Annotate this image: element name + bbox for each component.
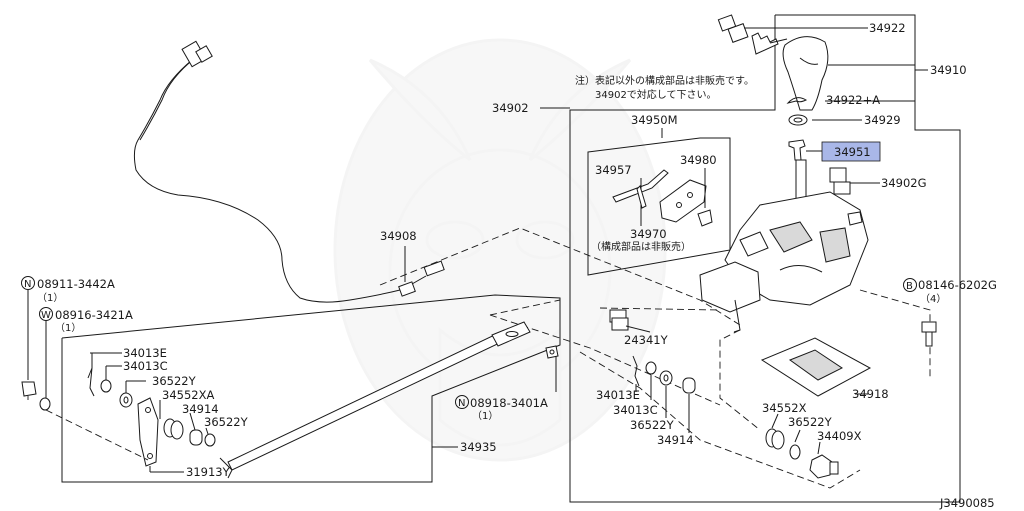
label-34922A[interactable]: 34922+A [826,93,880,107]
marker-w: W [41,310,51,321]
pin-group: 34951 34902G [788,139,927,195]
highlight-34951 [821,141,881,162]
label-34552XA[interactable]: 34552XA [162,388,214,402]
switch-24341Y-icon[interactable] [609,309,629,331]
bracket-part-icon[interactable] [659,179,707,223]
label-34918[interactable]: 34918 [852,387,889,401]
bolt-part-icon[interactable] [717,14,749,43]
label-08911[interactable]: 08911-3442A [37,277,115,291]
cap-part-icon[interactable] [829,167,851,195]
washer-icon[interactable] [789,444,801,460]
rod-part-icon[interactable] [612,169,669,203]
label-34552X[interactable]: 34552X [762,401,807,415]
label-34950M[interactable]: 34950M [631,113,678,127]
lever-31913Y-icon[interactable] [137,397,159,467]
collar-icon[interactable] [682,377,696,394]
label-36522Y-left1[interactable]: 36522Y [152,374,197,388]
washer-left-icon[interactable] [39,397,51,411]
cable-icon[interactable] [133,59,401,303]
diagram-id: J3490085 [939,496,995,510]
label-34922[interactable]: 34922 [869,21,906,35]
connector-icon[interactable] [181,40,213,68]
label-34013E-right[interactable]: 34013E [596,388,640,402]
marker-n2: N [458,398,465,409]
shift-knob-icon[interactable] [782,36,829,111]
cable-34908: 34908 [133,40,445,303]
label-24341Y[interactable]: 24341Y [624,333,669,347]
label-34409X[interactable]: 34409X [817,429,862,443]
label-36522Y-left2[interactable]: 36522Y [204,415,249,429]
label-08918-qty: （1） [472,410,498,422]
label-34951[interactable]: 34951 [834,145,871,159]
label-34935[interactable]: 34935 [460,440,497,454]
label-34908[interactable]: 34908 [380,229,417,243]
pin-part-icon[interactable] [788,139,806,161]
marker-b: B [906,281,913,292]
left-fasteners: N 08911-3442A （1） W 08916-3421A （1） [21,276,133,411]
label-34914-left[interactable]: 34914 [182,402,219,416]
flange-bolt-icon[interactable] [921,321,937,347]
nut-08918-icon[interactable] [545,345,559,359]
center-lower-parts: 24341Y 34013E 34013C 36522Y 34914 [596,309,696,447]
label-34013C-right[interactable]: 34013C [613,403,658,417]
label-36522Y-right[interactable]: 36522Y [630,418,675,432]
watermark-emblem [333,38,667,462]
note-line-1: 注）表記以外の構成部品は非販売です。 [575,74,754,87]
label-34902[interactable]: 34902 [492,101,529,115]
label-34980[interactable]: 34980 [680,153,717,167]
label-08911-qty: （1） [37,292,63,304]
clip-icon[interactable] [632,355,640,387]
washer-b-icon[interactable] [119,392,133,408]
label-34957[interactable]: 34957 [595,163,632,177]
note-block: 注）表記以外の構成部品は非販売です。 34902で対応して下さい。 34902 [492,74,754,115]
label-34929[interactable]: 34929 [864,113,901,127]
clip-part-icon[interactable] [786,97,808,104]
note-line-2: 34902で対応して下さい。 [595,88,717,101]
stud-icon[interactable] [809,454,833,479]
rod-assembly-34935: N 08918-3401A （1） 34935 34013E 34013C 36… [27,294,561,483]
label-08918[interactable]: 08918-3401A [470,396,548,410]
right-lower-parts: 34552X 36522Y 34409X [762,401,862,479]
sub-assembly-34950M: 34950M 34957 34980 34970 （構成部品は非販売） [587,113,731,276]
label-34970[interactable]: 34970 [630,227,667,241]
bolt-08146: B 08146-6202G （4） [903,278,997,347]
ring-part-icon[interactable] [788,114,808,126]
washer-c-icon[interactable] [204,433,216,447]
knob-group: 34922 34910 34922+A 34929 [569,14,967,503]
collar-left-icon[interactable] [189,429,203,446]
marker-n1: N [24,279,31,290]
washer-a-icon[interactable] [100,379,112,393]
washer-icon-center[interactable] [645,361,657,375]
shifter-housing[interactable] [699,159,869,333]
plate-34918[interactable]: 34918 [760,337,889,401]
label-34013C-left[interactable]: 34013C [123,359,168,373]
label-36522Y-right2[interactable]: 36522Y [788,415,833,429]
label-08146[interactable]: 08146-6202G [918,278,997,292]
label-08916-qty: （1） [55,322,81,334]
label-08146-qty: （4） [920,293,946,305]
label-08916[interactable]: 08916-3421A [55,308,133,322]
nut-icon[interactable] [21,381,37,397]
label-34910[interactable]: 34910 [930,63,967,77]
label-31913Y[interactable]: 31913Y [186,465,231,479]
label-34013E-left[interactable]: 34013E [123,346,167,360]
label-34902G[interactable]: 34902G [881,176,927,190]
clip-left-icon[interactable] [87,367,95,397]
label-34914-right[interactable]: 34914 [657,433,694,447]
spring-part-icon[interactable] [751,32,779,55]
sub-assembly-note: （構成部品は非販売） [591,240,691,253]
